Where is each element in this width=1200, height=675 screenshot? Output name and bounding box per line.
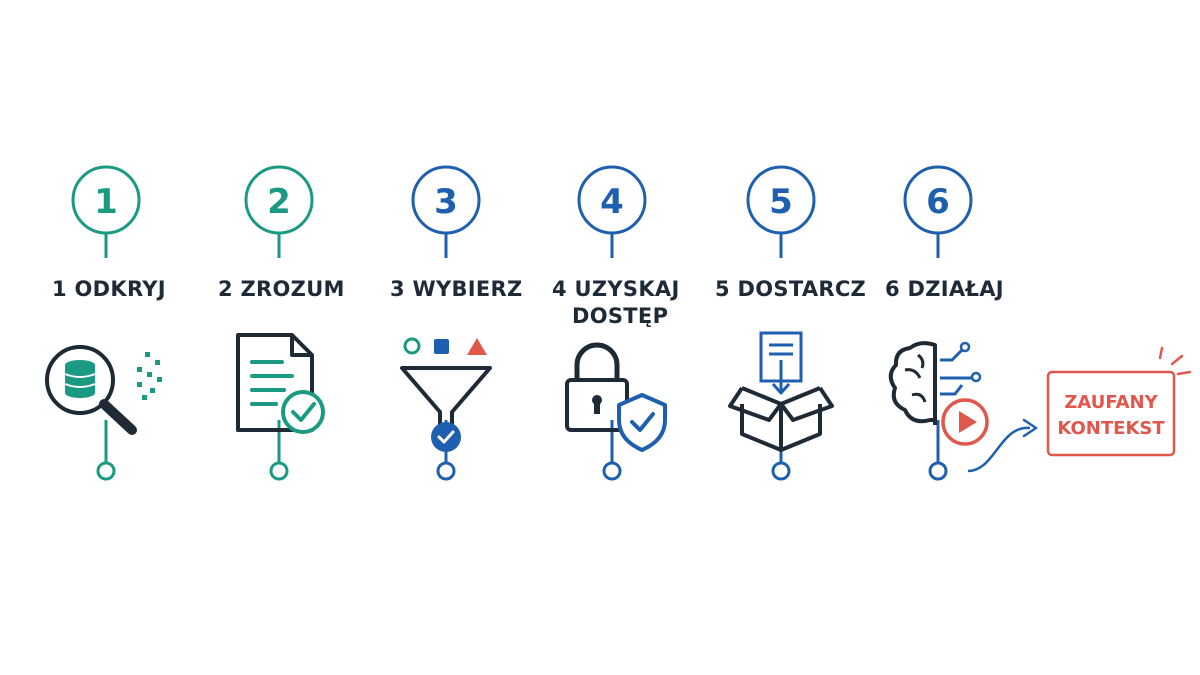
timeline-node [771, 461, 791, 481]
steps-group: 1 1 ODKRYJ 2 2 ZROZUM 3 3 WYBIERZ 4 4 UZYSKAJ DO… [52, 165, 1004, 481]
timeline-node [436, 461, 456, 481]
step-2: 2 2 ZROZUM [218, 165, 345, 481]
step-4: 4 4 UZYSKAJ DOSTĘP [552, 165, 680, 481]
step-label: 2 ZROZUM [218, 277, 345, 301]
step-1: 1 1 ODKRYJ [52, 165, 166, 481]
timeline-curve [967, 426, 1031, 473]
step-label: 1 ODKRYJ [52, 277, 166, 301]
step-number: 3 [434, 182, 458, 222]
step-number: 6 [926, 182, 950, 222]
timeline-node [269, 461, 289, 481]
database-search-icon [45, 345, 162, 435]
step-label: 6 DZIAŁAJ [885, 277, 1004, 301]
step-number: 2 [267, 182, 291, 222]
arrow-head-icon [1022, 418, 1038, 438]
step-5: 5 5 DOSTARCZ [715, 165, 866, 481]
step-label: 5 DOSTARCZ [715, 277, 866, 301]
timeline-node [96, 461, 116, 481]
step-6: 6 6 DZIAŁAJ [885, 165, 1004, 481]
step-number: 4 [600, 182, 624, 222]
final-label-line-2: KONTEKST [1057, 418, 1165, 439]
sparkle-icon [1158, 346, 1192, 376]
step-label: 4 UZYSKAJ [552, 277, 680, 301]
final-result-box: ZAUFANY KONTEKST [1046, 346, 1192, 457]
funnel-filter-icon [400, 337, 492, 452]
package-delivery-icon [728, 331, 834, 452]
step-label: 3 WYBIERZ [390, 277, 523, 301]
timeline-node [928, 461, 948, 481]
final-label-line-1: ZAUFANY [1064, 392, 1158, 413]
brain-play-icon [888, 341, 989, 446]
timeline-node [602, 461, 622, 481]
lock-shield-icon [565, 342, 667, 452]
step-number: 5 [769, 182, 793, 222]
step-number: 1 [94, 182, 118, 222]
document-check-icon [236, 333, 325, 434]
step-label: DOSTĘP [572, 304, 668, 328]
